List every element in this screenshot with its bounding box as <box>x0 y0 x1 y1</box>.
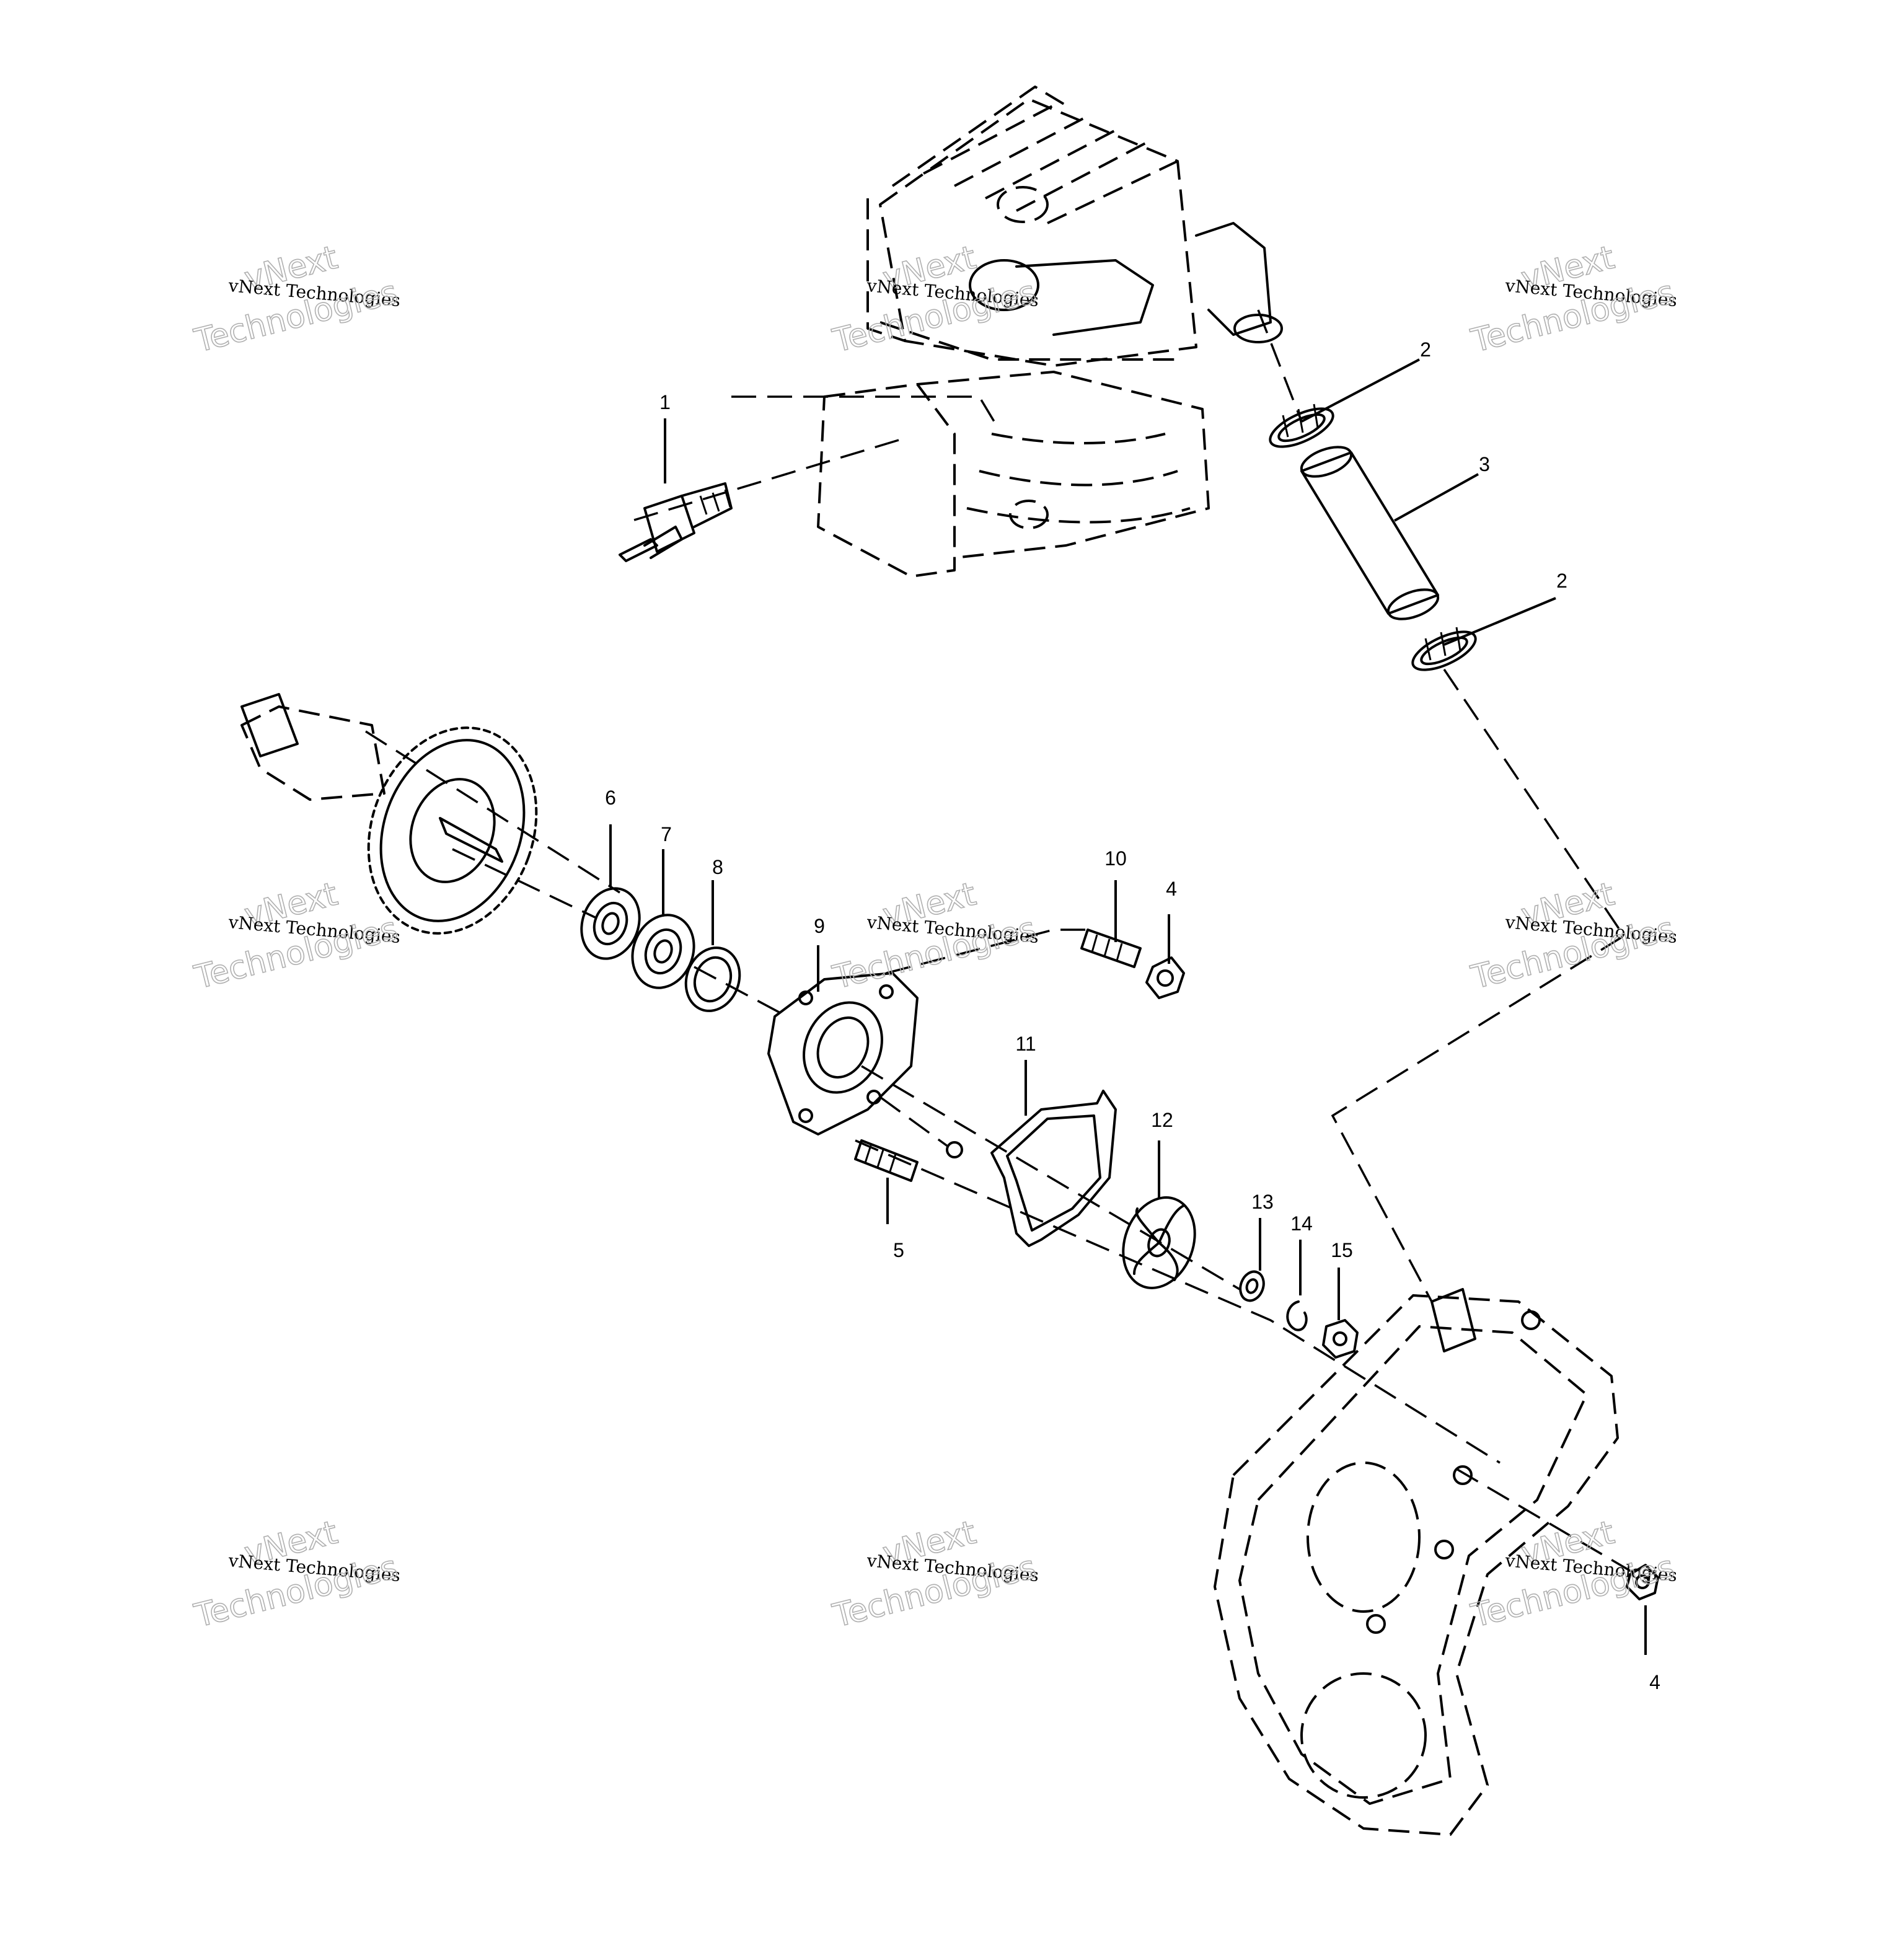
part-14-clip <box>1286 1300 1308 1331</box>
crankcase-cover <box>1214 1288 1619 1836</box>
callout-9: 9 <box>814 915 825 937</box>
watermark-5: vNext vNext Technologies Technologies <box>829 875 1040 997</box>
watermark-2: vNext vNext Technologies Technologies <box>829 239 1040 361</box>
part-7-bearing <box>631 914 695 989</box>
callout-1: 1 <box>659 391 671 413</box>
callout-15: 15 <box>1331 1239 1353 1261</box>
part-5-stud <box>854 1139 919 1182</box>
watermark-1: vNext vNext Technologies Technologies <box>190 239 402 361</box>
part-2-hose-clamp-upper <box>1269 404 1334 448</box>
watermark-7: vNext vNext Technologies Technologies <box>190 1514 402 1636</box>
callout-10: 10 <box>1104 847 1127 870</box>
callout-4-upper: 4 <box>1166 878 1177 900</box>
callout-7: 7 <box>661 823 672 845</box>
part-15-nut <box>1322 1319 1359 1359</box>
callout-3: 3 <box>1479 453 1490 475</box>
callout-8: 8 <box>712 856 723 878</box>
part-4-nut-lower <box>1626 1564 1659 1600</box>
callout-13: 13 <box>1251 1191 1274 1213</box>
part-6-bearing <box>580 887 641 960</box>
callout-4-lower: 4 <box>1649 1671 1660 1693</box>
crankshaft-gear <box>240 693 538 935</box>
part-12-impeller <box>1122 1196 1196 1289</box>
part-10-stud <box>1080 928 1142 968</box>
watermark-8: vNext vNext Technologies Technologies <box>829 1514 1040 1636</box>
part-3-coolant-hose <box>1300 446 1440 620</box>
callout-labels: 1 2 3 2 6 7 8 9 10 4 11 12 13 14 15 5 4 <box>605 338 1660 1693</box>
part-4-nut-upper <box>1145 956 1185 999</box>
cylinder-block <box>817 86 1283 578</box>
watermark-6: vNext vNext Technologies Technologies <box>1467 875 1678 997</box>
callout-11: 11 <box>1015 1033 1036 1055</box>
part-8-oil-seal <box>684 946 741 1012</box>
callout-5: 5 <box>893 1239 904 1261</box>
part-1-temperature-sensor <box>619 482 733 562</box>
part-13-washer <box>1239 1270 1265 1302</box>
callout-2-lower: 2 <box>1556 570 1567 592</box>
part-2-hose-clamp-lower <box>1411 627 1477 671</box>
part-9-pump-housing <box>767 972 963 1158</box>
part-11-gasket <box>990 1090 1117 1247</box>
callout-leaders <box>609 358 1647 1655</box>
callout-12: 12 <box>1151 1109 1173 1131</box>
watermark-3: vNext vNext Technologies Technologies <box>1467 239 1678 361</box>
callout-2-upper: 2 <box>1420 338 1431 361</box>
callout-6: 6 <box>605 787 616 809</box>
watermark-4: vNext vNext Technologies Technologies <box>190 875 402 997</box>
callout-14: 14 <box>1290 1212 1313 1235</box>
